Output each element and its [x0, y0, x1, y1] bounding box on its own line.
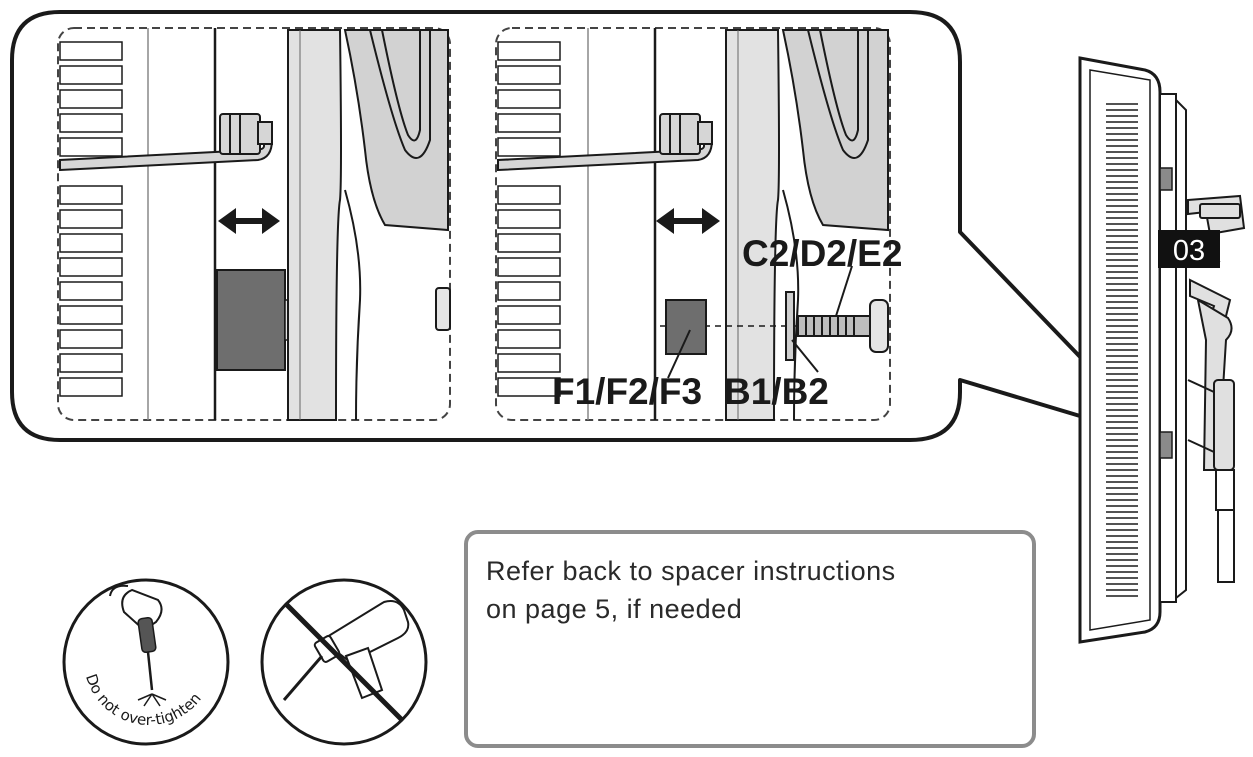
washer: [785, 291, 795, 361]
spacer-installed: [216, 269, 286, 371]
note-line-2: on page 5, if needed: [486, 594, 743, 624]
hdmi-cable: [59, 113, 273, 172]
spacer-label: F1/F2/F3: [552, 371, 702, 412]
hdmi-cable: [497, 113, 713, 172]
bolt-leader: [835, 265, 853, 317]
spacer-loose: [665, 299, 707, 355]
gap-arrow: [218, 208, 280, 234]
tv-side-vents: [1106, 103, 1138, 597]
arm-bracket: [343, 29, 451, 421]
bolt: [797, 299, 889, 353]
tv-vent-slots: [497, 41, 561, 397]
spacer-note-box: Refer back to spacer instructions on pag…: [464, 530, 1036, 748]
step-badge: [1158, 230, 1220, 268]
spacer-leader: [667, 329, 691, 379]
detail-panel-right: [495, 27, 891, 421]
mount-plate: [725, 29, 780, 421]
tv-vent-slots: [59, 41, 123, 397]
step-number: 03: [1173, 235, 1205, 267]
bolt-label: C2/D2/E2: [742, 233, 902, 274]
gap-arrow: [656, 208, 720, 234]
washer-leader: [791, 339, 819, 373]
no-power-drill-icon: [260, 578, 428, 746]
spacer-note-text: Refer back to spacer instructions on pag…: [486, 552, 896, 628]
detail-panel-left: [57, 27, 451, 421]
note-line-1: Refer back to spacer instructions: [486, 556, 896, 586]
mount-plate: [287, 29, 342, 421]
arm-bracket: [781, 29, 889, 421]
tv-side-view: 03: [1078, 56, 1246, 644]
washer-label: B1/B2: [724, 371, 829, 412]
no-overtighten-icon: Do not over-tighten: [62, 578, 230, 746]
